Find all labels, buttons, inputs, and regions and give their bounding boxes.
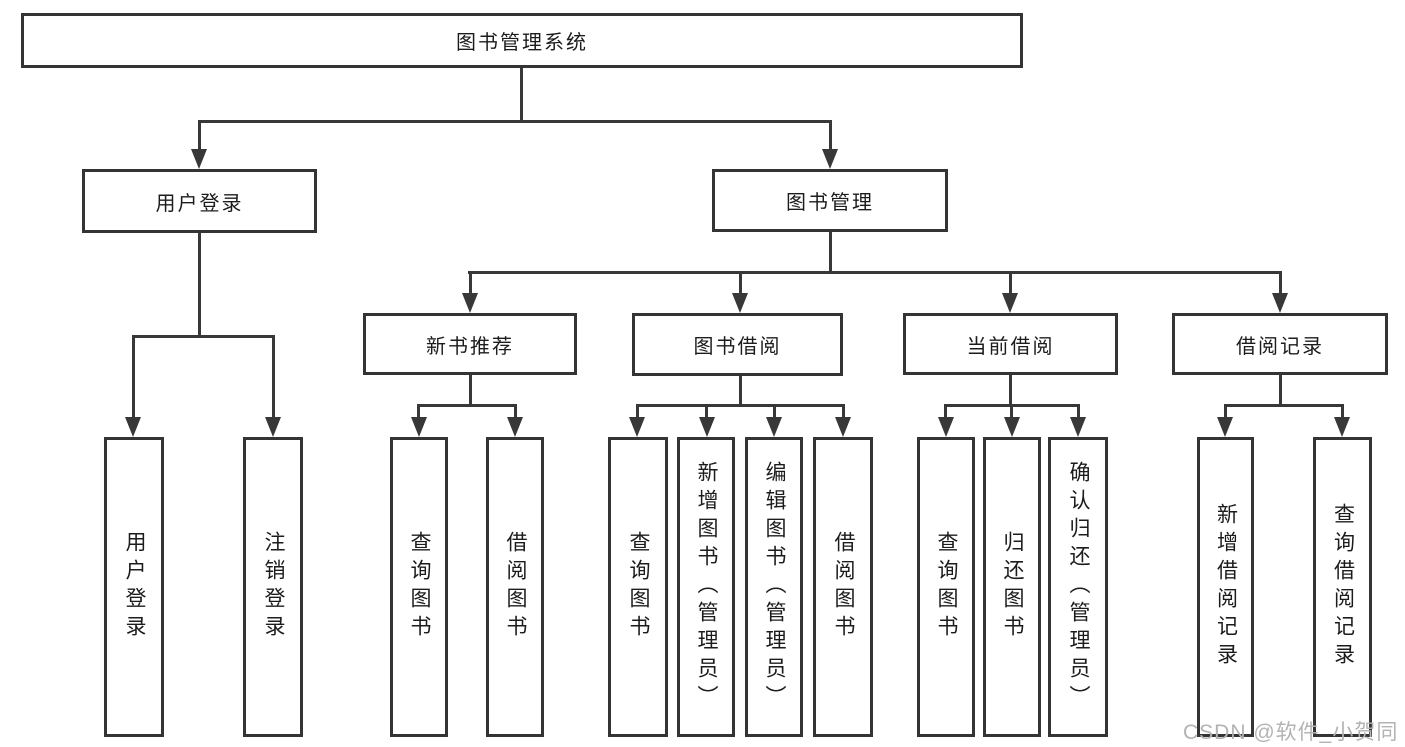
node-leaf-add-borrow-record: 新增借阅记录 [1197,437,1254,737]
edge-book-borrowing-stem [739,376,742,407]
edge-borrow-records-rail [1224,404,1344,407]
edge-to-br-query [1341,404,1344,419]
arrowhead-user-login [191,149,207,169]
edge-borrow-records-stem [1279,374,1282,407]
node-leaf-borrow-books-borrowing: 借阅图书 [813,437,873,737]
arrowhead-br-add [1217,417,1233,437]
node-current-borrowing: 当前借阅 [903,313,1118,375]
arrowhead-bb-borrow [835,417,851,437]
arrowhead-cb-confirm [1070,417,1086,437]
edge-to-cb-query [944,404,947,419]
node-user-login: 用户登录 [82,169,317,233]
edge-to-current-borrowing [1009,271,1012,296]
node-borrow-records: 借阅记录 [1172,313,1388,375]
arrowhead-bb-add [699,417,715,437]
node-library-management-system: 图书管理系统 [21,13,1023,68]
edge-root-rail [198,120,832,123]
arrowhead-logout-leaf [265,417,281,437]
edge-to-book-borrowing [739,271,742,296]
arrowhead-borrow-records [1272,293,1288,313]
arrowhead-nb-borrow [507,417,523,437]
arrowhead-current-borrowing [1002,293,1018,313]
edge-root-to-book-management [829,120,832,151]
edge-to-nb-query [417,404,420,419]
edge-user-login-rail [132,335,275,338]
edge-to-bb-query [636,404,639,419]
node-leaf-query-borrow-record: 查询借阅记录 [1313,437,1372,737]
csdn-watermark: CSDN @软件_小贺同学 [1183,721,1399,744]
node-leaf-query-books-borrowing: 查询图书 [608,437,668,737]
edge-to-logout-leaf [272,335,275,419]
node-leaf-return-books: 归还图书 [983,437,1041,737]
edge-user-login-stem [198,233,201,338]
edge-to-bb-edit [773,404,776,419]
arrowhead-nb-query [411,417,427,437]
node-leaf-user-login: 用户登录 [104,437,164,737]
arrowhead-book-borrowing [732,293,748,313]
edge-to-nb-borrow [514,404,517,419]
edge-to-login-leaf [132,335,135,419]
node-leaf-add-books-admin: 新增图书（管理员） [677,437,735,737]
node-book-management: 图书管理 [712,169,948,232]
node-leaf-query-books-current: 查询图书 [917,437,975,737]
node-leaf-query-books-newbook: 查询图书 [390,437,448,737]
arrowhead-login-leaf [125,417,141,437]
arrowhead-book-management [822,149,838,169]
node-book-borrowing: 图书借阅 [632,313,843,376]
edge-book-management-stem [829,232,832,274]
arrowhead-cb-return [1004,417,1020,437]
edge-to-cb-confirm [1077,404,1080,419]
edge-book-management-rail [468,271,1282,274]
edge-to-borrow-records [1279,271,1282,296]
arrowhead-new-book [462,293,478,313]
edge-to-br-add [1224,404,1227,419]
node-new-book-recommend: 新书推荐 [363,313,577,375]
node-leaf-borrow-books-newbook: 借阅图书 [486,437,544,737]
arrowhead-br-query [1334,417,1350,437]
edge-new-book-stem [469,375,472,407]
arrowhead-bb-query [629,417,645,437]
edge-to-new-book [469,271,472,296]
arrowhead-cb-query [938,417,954,437]
edge-new-book-rail [417,404,517,407]
edge-to-cb-return [1010,404,1013,419]
edge-to-bb-borrow [842,404,845,419]
node-leaf-logout: 注销登录 [243,437,303,737]
node-leaf-edit-books-admin: 编辑图书（管理员） [745,437,803,737]
node-leaf-confirm-return-admin: 确认归还（管理员） [1048,437,1108,737]
arrowhead-bb-edit [766,417,782,437]
edge-current-borrowing-stem [1009,375,1012,407]
edge-book-borrowing-rail [636,404,845,407]
edge-root-stem [520,68,523,123]
edge-root-to-user-login [198,120,201,151]
edge-to-bb-add [705,404,708,419]
